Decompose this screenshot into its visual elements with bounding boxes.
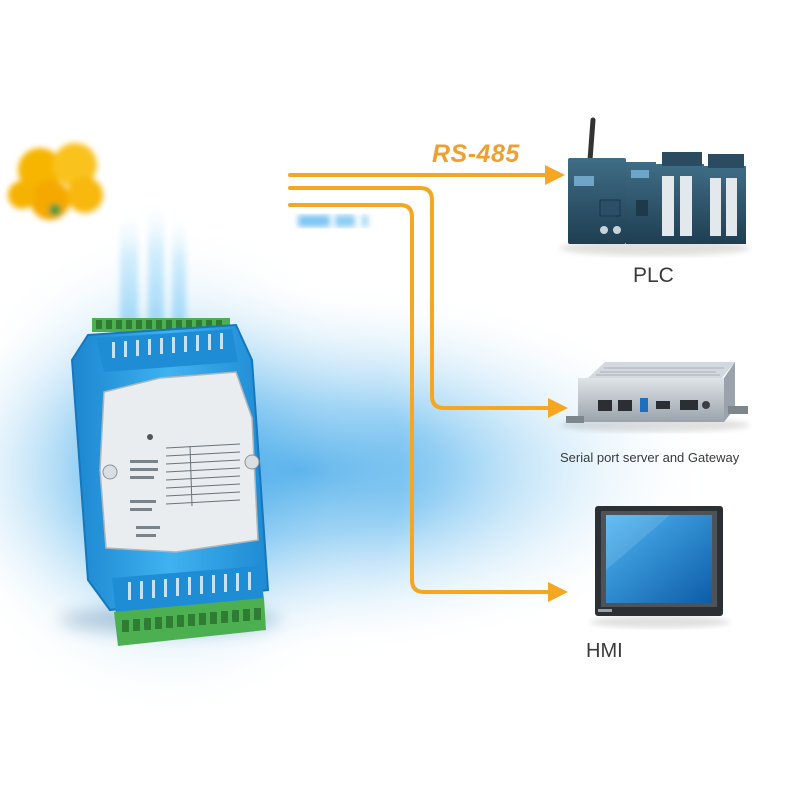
- hmi-label: HMI: [586, 640, 623, 662]
- plc-label: PLC: [633, 264, 674, 287]
- acquisition-module-icon: [60, 318, 280, 646]
- light-beams: [120, 195, 186, 335]
- hmi-device-icon: [590, 506, 730, 628]
- gateway-device-icon: [560, 362, 750, 432]
- rs485-protocol-label: RS-485: [432, 140, 520, 168]
- blurred-flower-decoration: [8, 143, 103, 220]
- line-to-gateway: [288, 186, 550, 410]
- rs485-lines: [288, 173, 550, 594]
- arrow-plc-icon: [545, 165, 565, 185]
- gateway-label: Serial port server and Gateway: [560, 450, 740, 465]
- arrow-hmi-icon: [548, 582, 568, 602]
- blurred-fragment: [298, 215, 368, 227]
- line-to-hmi: [288, 203, 550, 594]
- bottom-terminal-block: [114, 598, 266, 646]
- arrowheads: [545, 165, 568, 602]
- arrow-gateway-icon: [548, 398, 568, 418]
- plc-device-icon: [560, 117, 750, 256]
